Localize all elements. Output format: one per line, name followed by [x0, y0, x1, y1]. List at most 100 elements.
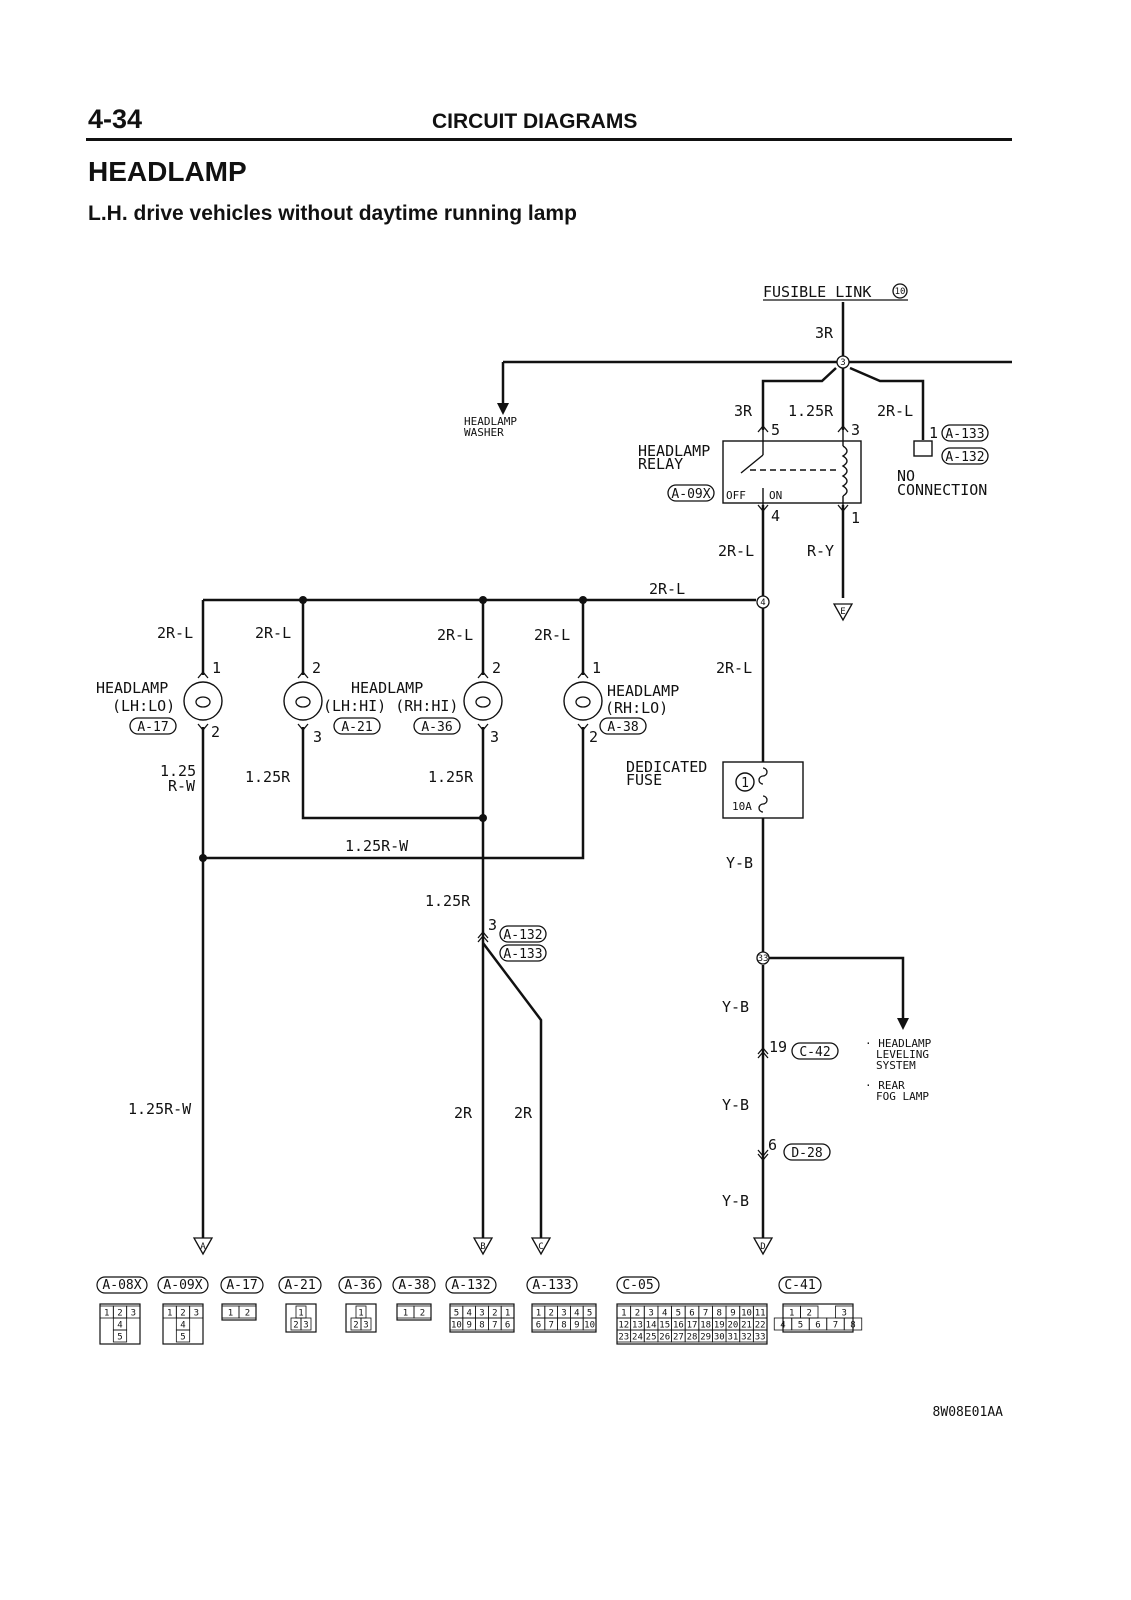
lamp-pin: 1: [212, 659, 221, 677]
connector-pin-number: 4: [466, 1309, 471, 1319]
wire-label: 1.25R: [425, 892, 471, 910]
junction-label: 33: [758, 954, 769, 964]
connector-cavity: [126, 1305, 141, 1319]
connector-pin-number: 1: [167, 1309, 172, 1319]
wire-label: Y-B: [722, 1192, 749, 1210]
connector-label: A-132: [503, 928, 542, 943]
wire-label: 2R-L: [877, 402, 913, 420]
connector-id-outline: [96, 1276, 148, 1294]
connector-pin-number: 3: [363, 1321, 368, 1331]
connector-id-label: A-132: [451, 1278, 490, 1293]
wire-label: 3R: [815, 324, 834, 342]
connector-pin-number: 2: [807, 1309, 812, 1319]
connector-cavity: [189, 1305, 204, 1319]
connector-housing: [345, 1303, 377, 1333]
connector-pin-number: 4: [662, 1309, 667, 1319]
connector-pin-number: 1: [536, 1309, 541, 1319]
connector-pin-number: 10: [741, 1309, 752, 1319]
fusible-link-label: FUSIBLE LINK: [763, 283, 871, 301]
connector-pin-number: 7: [492, 1321, 497, 1331]
wire-label: 2R-L: [534, 626, 570, 644]
connector-id-label: A-38: [398, 1278, 429, 1293]
connector-id-outline: [278, 1276, 322, 1294]
connector-cavity: [500, 1317, 515, 1331]
connector-id-label: A-36: [344, 1278, 375, 1293]
connector-pin-number: 28: [687, 1333, 698, 1343]
lamp-pin: 3: [490, 728, 499, 746]
wire-label: 1.25: [160, 762, 196, 780]
no-connection-conn-b: A-132: [945, 450, 984, 465]
connector-id-outline: [157, 1276, 209, 1294]
connector-pin-number: 5: [117, 1333, 122, 1343]
wire-label: 2R-L: [157, 624, 193, 642]
connector-pin-number: 3: [842, 1309, 847, 1319]
lamp-pin: 2: [589, 728, 598, 746]
connector-pin-number: 7: [833, 1321, 838, 1331]
connector-cavity: [300, 1317, 312, 1331]
wire-label: 1.25R: [245, 768, 291, 786]
lamp-connector: A-36: [421, 720, 452, 735]
lamp-name: (LH:LO): [112, 697, 175, 715]
connector-pin-number: 32: [741, 1333, 752, 1343]
connector-pin-number: 31: [727, 1333, 738, 1343]
connector-housing: [162, 1303, 204, 1345]
wire-label: 1.25R: [428, 768, 474, 786]
relay-pin: 4: [771, 507, 780, 525]
leveling-label: · HEADLAMP: [865, 1037, 932, 1050]
connector-pin-number: 8: [479, 1321, 484, 1331]
connector-pin-number: 13: [632, 1321, 643, 1331]
relay-name-2: RELAY: [638, 455, 683, 473]
lamp-name: (RH:LO): [605, 699, 668, 717]
connector-id-outline: [220, 1276, 264, 1294]
connector-pin-number: 5: [180, 1333, 185, 1343]
connector-pin-number: 3: [194, 1309, 199, 1319]
connector-pin-number: 1: [228, 1309, 233, 1319]
connector-pin-number: 23: [618, 1333, 629, 1343]
wire-label: 1.25R-W: [345, 837, 409, 855]
connector-pin-number: 14: [646, 1321, 657, 1331]
connector-pin-number: 1: [298, 1309, 303, 1319]
connector-cavity: [843, 1317, 863, 1331]
page-number: 4-34: [88, 104, 143, 134]
connector-pin-number: 26: [659, 1333, 670, 1343]
washer-label-1: HEADLAMP: [464, 415, 517, 428]
connector-id-label: C-41: [784, 1278, 815, 1293]
ground-label: C: [538, 1242, 543, 1252]
connector-pin-number: 3: [648, 1309, 653, 1319]
no-connection-label-2: CONNECTION: [897, 481, 987, 499]
lamp-pin: 2: [211, 723, 220, 741]
fuse-name: FUSE: [626, 771, 662, 789]
connector-label: A-133: [503, 947, 542, 962]
wire-label: 2R-L: [255, 624, 291, 642]
connector-id-outline: [338, 1276, 382, 1294]
connector-pin-number: 27: [673, 1333, 684, 1343]
connector-pin-number: 10: [451, 1321, 462, 1331]
relay-connector: A-09X: [671, 487, 710, 502]
connector-pin-number: 25: [646, 1333, 657, 1343]
connector-cavity: [112, 1329, 128, 1343]
wire-label: 1.25R: [788, 402, 834, 420]
connector-pin-number: 4: [780, 1321, 785, 1331]
wire-label: 2R-L: [437, 626, 473, 644]
connector-pin-number: 1: [358, 1309, 363, 1319]
no-connection-conn-a: A-133: [945, 427, 984, 442]
connector-pin-number: 3: [561, 1309, 566, 1319]
connector-pin-number: 21: [741, 1321, 752, 1331]
connector-pin-number: 1: [621, 1309, 626, 1319]
connector-pin-number: 24: [632, 1333, 643, 1343]
connector-pin-number: 11: [755, 1309, 766, 1319]
connector-pin: 19: [769, 1038, 787, 1056]
connector-id-label: A-08X: [102, 1278, 141, 1293]
connector-pin-number: 8: [561, 1321, 566, 1331]
connector-pin-number: 29: [700, 1333, 711, 1343]
connector-pin-number: 10: [584, 1321, 595, 1331]
leveling-label: SYSTEM: [876, 1059, 916, 1072]
connector-pin-number: 30: [714, 1333, 725, 1343]
connector-pin-number: 6: [536, 1321, 541, 1331]
connector-pin-number: 2: [245, 1309, 250, 1319]
lamp-connector: A-21: [341, 720, 372, 735]
